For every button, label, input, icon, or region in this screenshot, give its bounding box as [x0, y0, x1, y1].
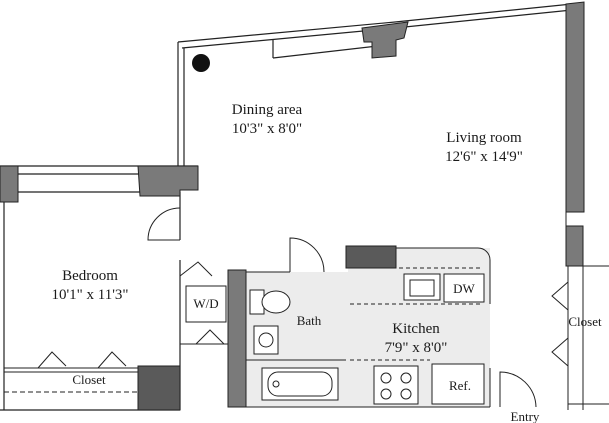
entry-label: Entry — [511, 409, 540, 423]
dining-name: Dining area — [232, 102, 303, 118]
living-size: 12'6" x 14'9" — [445, 149, 523, 165]
ref-label: Ref. — [449, 378, 471, 393]
bath-fixtures — [246, 289, 346, 401]
top-column — [361, 21, 409, 59]
bath-door — [289, 237, 325, 273]
bedroom-column-left — [0, 165, 19, 203]
bedroom-closet-label: Closet — [72, 372, 106, 387]
dw-label: DW — [453, 281, 475, 296]
kitchen-counters — [350, 247, 491, 405]
living-name: Living room — [446, 130, 522, 146]
bedroom-column-bottom — [137, 365, 181, 411]
wd-closet — [179, 261, 228, 345]
core-walls — [227, 245, 490, 408]
bedroom-size: 10'1" x 11'3" — [51, 287, 128, 303]
kitchen-name: Kitchen — [392, 321, 440, 337]
dining-size: 10'3" x 8'0" — [232, 121, 302, 137]
kitchen-size: 7'9" x 8'0" — [385, 340, 448, 356]
entry-closet-label: Closet — [568, 314, 602, 329]
bedroom-door — [147, 207, 181, 241]
bath-name: Bath — [297, 313, 322, 328]
bedroom-column-right — [137, 165, 199, 197]
bedroom-name: Bedroom — [62, 268, 118, 284]
entry-area — [489, 265, 609, 410]
right-wall — [565, 1, 585, 267]
bedroom-closet — [4, 351, 138, 393]
round-column — [192, 54, 210, 72]
wd-label: W/D — [193, 296, 218, 311]
